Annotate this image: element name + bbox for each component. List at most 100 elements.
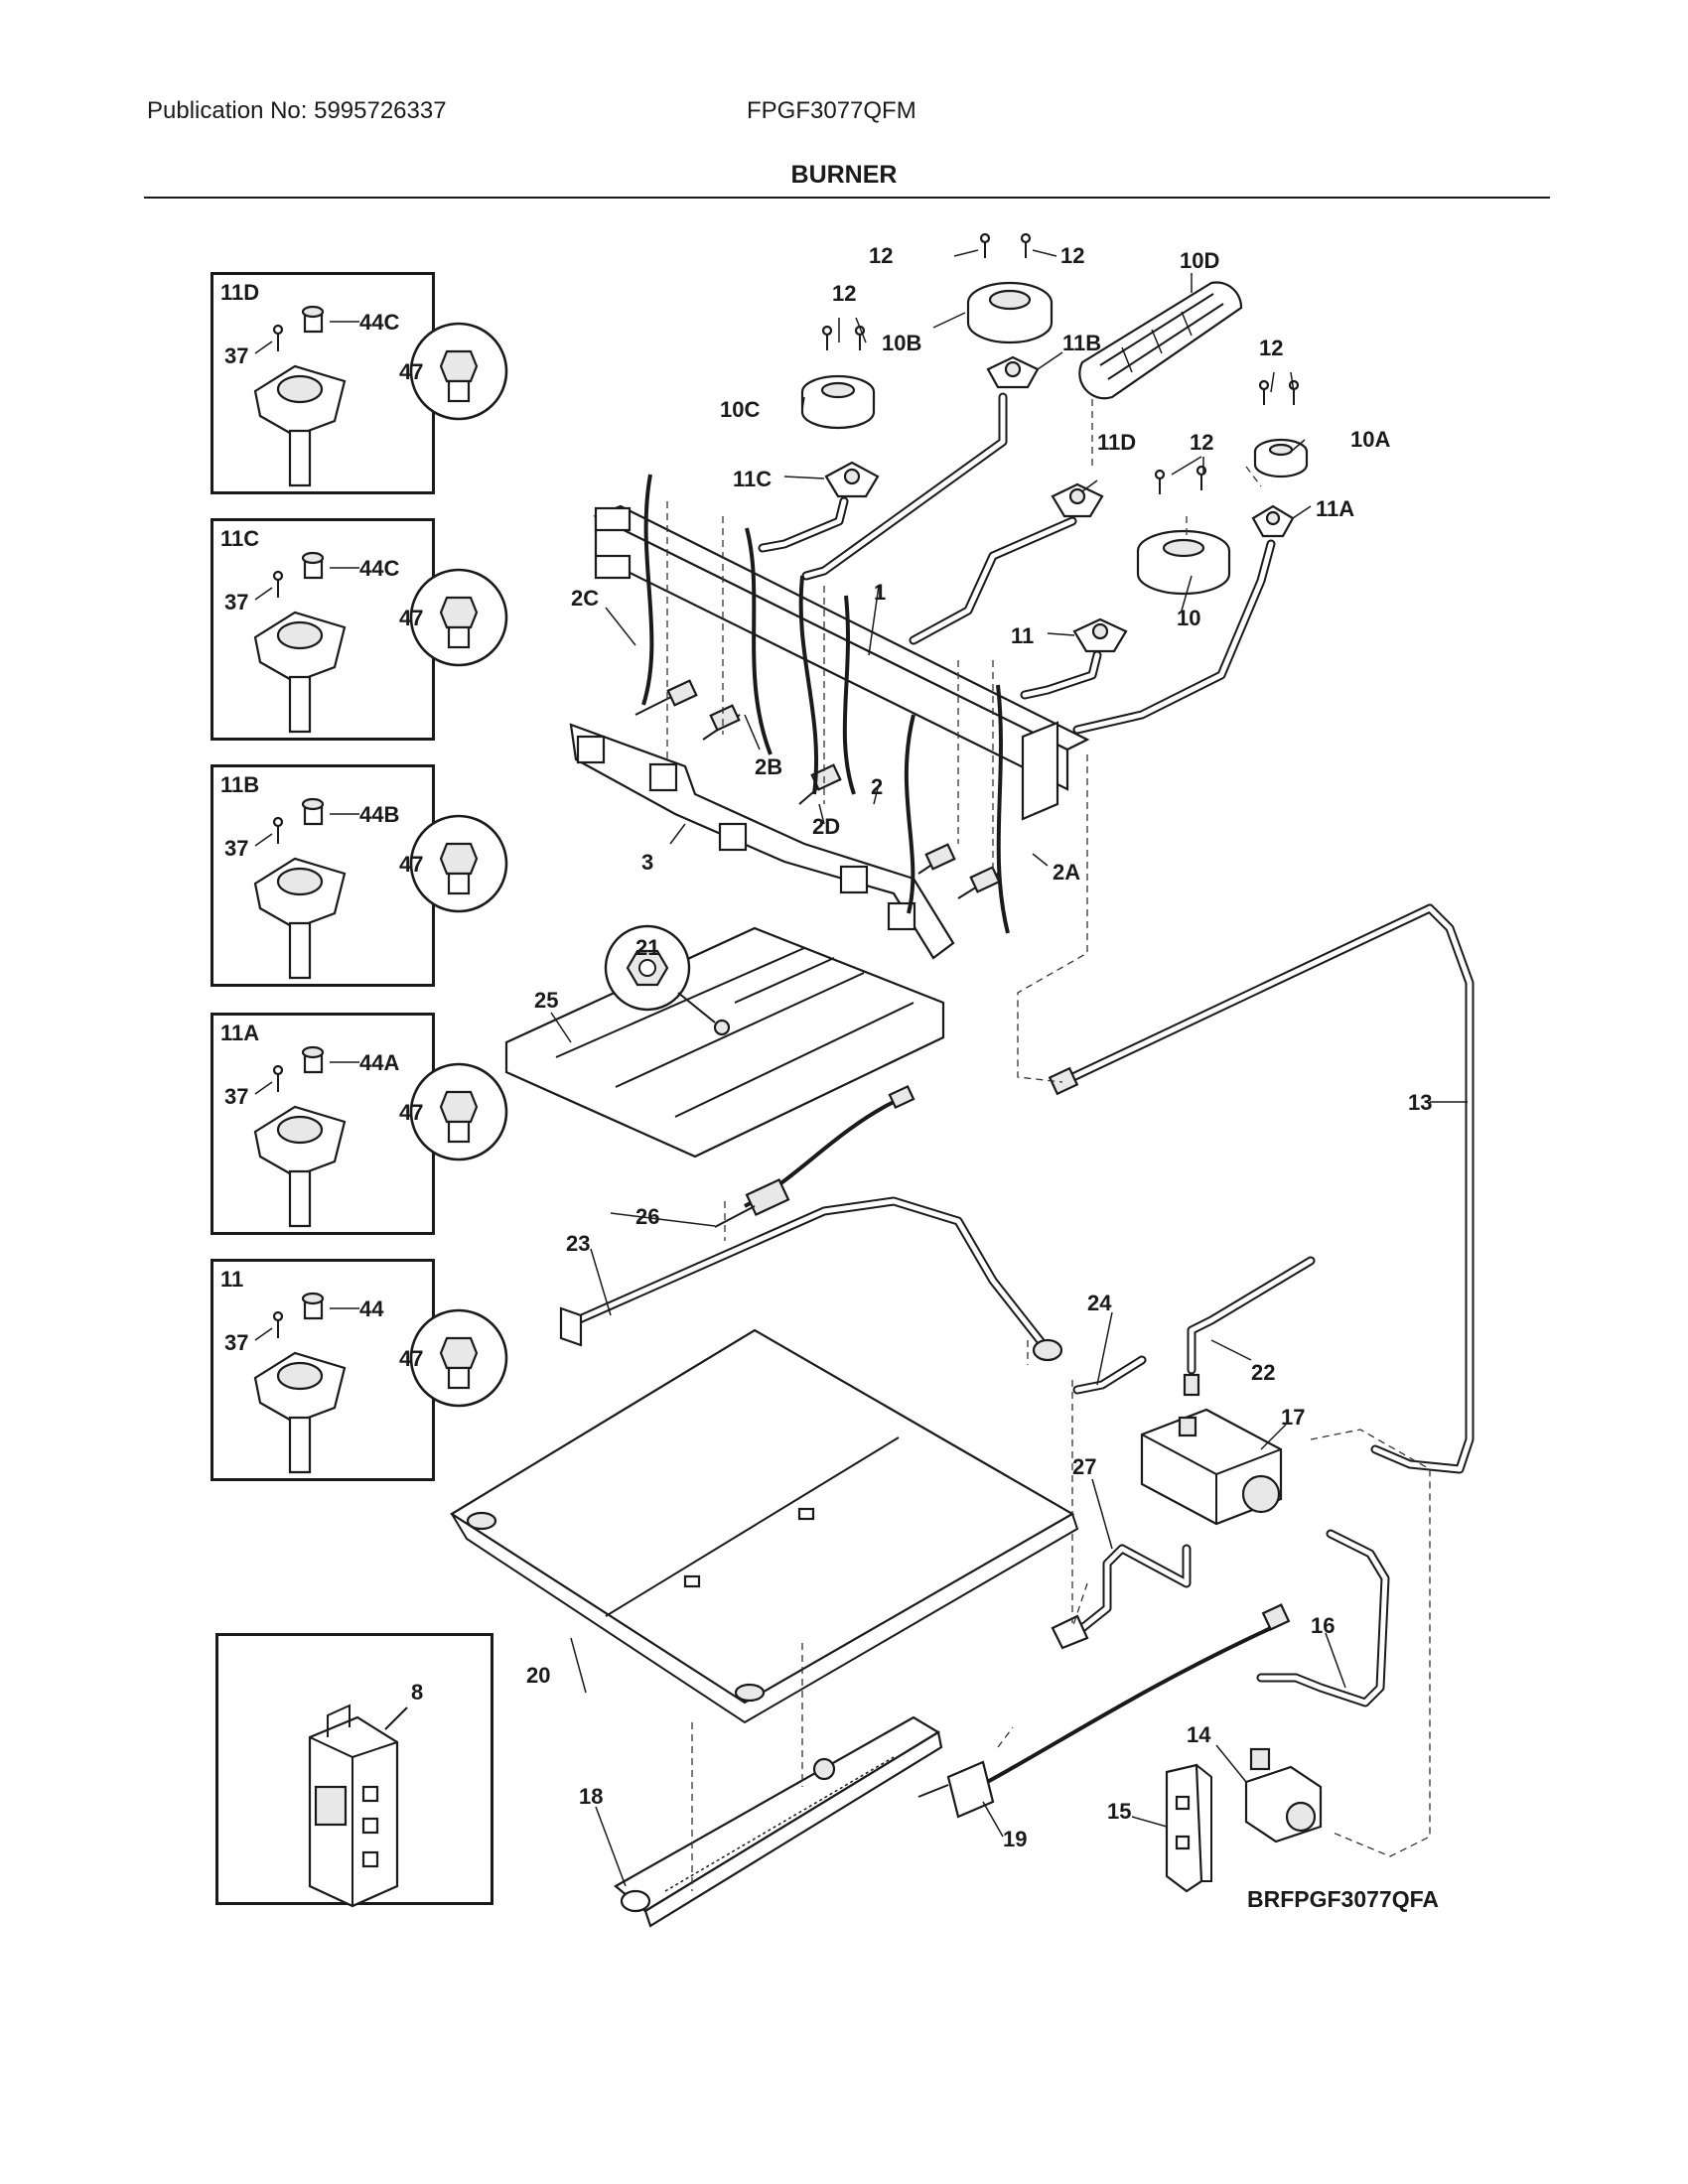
burner-head-port <box>276 374 324 404</box>
inset-orifice-label: 47 <box>399 1100 423 1125</box>
burner-head-port <box>276 867 324 896</box>
burner-head-stem <box>288 429 312 487</box>
screw-37-head <box>272 324 284 336</box>
burner-head-11 <box>1072 617 1128 653</box>
callout-20: 20 <box>526 1663 550 1688</box>
callout-10: 10 <box>1177 606 1200 630</box>
inset-orifice-label: 47 <box>399 852 423 877</box>
orifice-47 <box>439 842 479 876</box>
callout-14: 14 <box>1187 1722 1211 1747</box>
callout-12: 12 <box>1060 243 1084 268</box>
burner-cap-10 <box>1136 529 1231 596</box>
orifice-47-thread <box>447 1120 471 1144</box>
inset-head-label: 11 <box>220 1267 243 1292</box>
orifice-47-thread <box>447 379 471 403</box>
inset-screw-label: 37 <box>224 590 248 614</box>
burner-head-port <box>276 1115 324 1145</box>
callout-2a: 2A <box>1053 860 1080 885</box>
page-title: BURNER <box>790 161 898 189</box>
callout-12: 12 <box>832 281 856 306</box>
leader <box>254 1081 273 1095</box>
diagram-code: BRFPGF3077QFA <box>1247 1886 1439 1912</box>
inset-orifice-holder-label: 44A <box>359 1050 399 1075</box>
callout-13: 13 <box>1408 1090 1432 1115</box>
inset-head-label: 11C <box>220 526 259 551</box>
burner-head-stem <box>288 1169 312 1228</box>
screw-37-head <box>272 816 284 828</box>
orifice-47 <box>439 1090 479 1124</box>
callout-10d: 10D <box>1180 248 1219 273</box>
inset-screw-label: 37 <box>224 1084 248 1109</box>
orifice-47 <box>439 349 479 383</box>
inset-nut-21 <box>604 924 731 1036</box>
inset-head-label: 11B <box>220 772 259 797</box>
burner-cap-10a <box>1253 438 1309 478</box>
burner-head-11d <box>1051 482 1104 518</box>
inset-orifice-label: 47 <box>399 606 423 630</box>
callout-8: 8 <box>411 1680 423 1705</box>
screws-12 <box>821 232 1300 494</box>
callout-15: 15 <box>1107 1799 1131 1824</box>
callout-18: 18 <box>579 1784 603 1809</box>
burner-head-stem <box>288 675 312 734</box>
burner-rail-1 <box>593 504 1090 821</box>
leader-lines <box>550 249 1468 1887</box>
callout-11c: 11C <box>733 467 772 491</box>
burner-head-11a <box>1251 504 1295 538</box>
callout-25: 25 <box>534 988 558 1013</box>
orifice-47-thread <box>447 872 471 895</box>
inset-orifice-label: 47 <box>399 359 423 384</box>
callout-22: 22 <box>1251 1360 1275 1385</box>
oven-burner-18 <box>614 1715 943 1928</box>
orifice-holder-top <box>301 1292 325 1305</box>
inset-screw-label: 37 <box>224 836 248 861</box>
part-8-bracket <box>308 1704 408 1908</box>
callout-12: 12 <box>1259 336 1283 360</box>
screw-37-head <box>272 1310 284 1322</box>
callout-2d: 2D <box>812 814 840 839</box>
burner-cap-10c <box>800 374 876 430</box>
callout-27: 27 <box>1072 1454 1096 1479</box>
igniter-19 <box>917 1603 1291 1819</box>
alignment-lines <box>666 399 1431 1891</box>
screw-37-head <box>272 1064 284 1076</box>
safety-valve-14 <box>1244 1747 1323 1843</box>
callout-2c: 2C <box>571 586 599 611</box>
regulator-17 <box>1140 1408 1283 1526</box>
callout-12: 12 <box>1190 430 1213 455</box>
callout-23: 23 <box>566 1231 590 1256</box>
burner-head-stem <box>288 1416 312 1474</box>
callout-2b: 2B <box>755 754 782 779</box>
orifice-holder-top <box>301 551 325 565</box>
burner-bracket-3 <box>569 723 955 960</box>
orifice-holder-top <box>301 1045 325 1059</box>
igniter-wires <box>641 474 1010 934</box>
orifice-holder-top <box>301 305 325 319</box>
callout-10b: 10B <box>882 331 921 355</box>
leader <box>254 341 273 354</box>
callout-10a: 10A <box>1350 427 1390 452</box>
leader <box>254 587 273 601</box>
orifice-holder-top <box>301 797 325 811</box>
callout-16: 16 <box>1311 1613 1335 1638</box>
burner-cap-10d-oval <box>1078 281 1243 400</box>
inset-head-label: 11D <box>220 280 259 305</box>
callout-24: 24 <box>1087 1291 1112 1315</box>
callout-11: 11 <box>1011 623 1034 648</box>
orifice-47 <box>439 596 479 629</box>
callout-17: 17 <box>1281 1405 1305 1430</box>
inset-screw-label: 37 <box>224 1330 248 1355</box>
model-number: FPGF3077QFM <box>747 97 916 124</box>
callout-11a: 11A <box>1316 496 1354 521</box>
burner-head-stem <box>288 921 312 980</box>
leader <box>254 833 273 847</box>
callout-12: 12 <box>869 243 893 268</box>
inset-orifice-holder-label: 44C <box>359 310 399 335</box>
screw-37-head <box>272 570 284 582</box>
oven-tube-23 <box>559 1196 1063 1362</box>
burner-head-port <box>276 620 324 650</box>
